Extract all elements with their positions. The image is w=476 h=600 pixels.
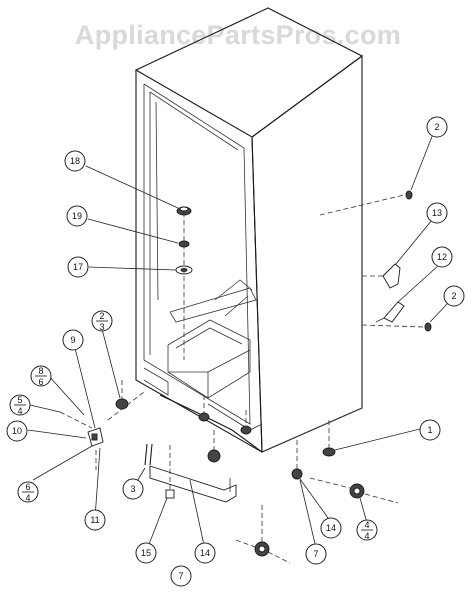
part-bottom-bushing-a xyxy=(198,412,210,422)
part-3-drain-tube xyxy=(144,443,153,466)
svg-text:4: 4 xyxy=(17,406,22,416)
callout-8-6: 8 6 xyxy=(30,365,52,387)
callout-19: 19 xyxy=(66,205,88,227)
part-12-hinge-pin xyxy=(375,301,405,323)
callout-12: 12 xyxy=(431,246,453,268)
svg-text:15: 15 xyxy=(141,548,151,558)
svg-text:4: 4 xyxy=(25,493,30,503)
part-14-drain-pan xyxy=(149,465,237,503)
callout-3: 3 xyxy=(122,478,144,500)
svg-text:12: 12 xyxy=(437,252,447,262)
svg-text:2: 2 xyxy=(99,311,104,321)
svg-text:2: 2 xyxy=(451,291,456,301)
part-18-cap xyxy=(176,206,192,216)
callout-14-left: 14 xyxy=(194,542,216,564)
svg-text:7: 7 xyxy=(178,571,183,581)
callout-2-3: 2 3 xyxy=(91,310,113,332)
svg-text:7: 7 xyxy=(313,549,318,559)
svg-text:13: 13 xyxy=(432,208,442,218)
svg-text:10: 10 xyxy=(12,426,22,436)
callout-11: 11 xyxy=(84,509,106,531)
callout-10: 10 xyxy=(6,420,28,442)
callout-2-right: 2 xyxy=(443,285,465,307)
part-bottom-bushing-b xyxy=(207,449,221,463)
callout-13: 13 xyxy=(426,202,448,224)
callout-2-top: 2 xyxy=(426,116,448,138)
cabinet-body xyxy=(134,7,364,453)
svg-text:4: 4 xyxy=(364,520,369,530)
svg-text:6: 6 xyxy=(38,377,43,387)
callout-6-4: 6 4 xyxy=(17,481,39,503)
svg-text:6: 6 xyxy=(25,482,30,492)
part-2-3-leveling-foot xyxy=(115,398,129,410)
svg-text:18: 18 xyxy=(70,156,80,166)
callout-4-4: 4 4 xyxy=(356,519,378,541)
svg-text:8: 8 xyxy=(38,366,43,376)
svg-text:4: 4 xyxy=(364,531,369,541)
part-13-hinge-bracket xyxy=(382,263,401,289)
part-2-screw-lower xyxy=(424,322,432,332)
callout-5-4: 5 4 xyxy=(9,394,31,416)
svg-text:19: 19 xyxy=(72,211,82,221)
part-4-4-roller xyxy=(349,483,365,499)
callout-15: 15 xyxy=(135,542,157,564)
callout-17: 17 xyxy=(67,256,89,278)
svg-text:3: 3 xyxy=(130,484,135,494)
svg-text:9: 9 xyxy=(70,335,75,345)
svg-text:11: 11 xyxy=(90,515,99,525)
svg-text:1: 1 xyxy=(427,425,432,435)
svg-text:17: 17 xyxy=(73,262,83,272)
callout-7-right: 7 xyxy=(305,543,327,565)
part-7-front-roller xyxy=(254,541,270,557)
svg-text:14: 14 xyxy=(326,523,336,533)
callout-9: 9 xyxy=(62,329,84,351)
callout-1: 1 xyxy=(419,419,441,441)
part-10-hinge-assembly xyxy=(87,427,104,447)
part-14-roller xyxy=(291,468,303,480)
part-1-leveling-foot xyxy=(322,447,336,457)
svg-text:14: 14 xyxy=(200,548,210,558)
callout-18: 18 xyxy=(64,150,86,172)
watermark-text: AppliancePartsPros.com xyxy=(75,20,401,50)
svg-text:3: 3 xyxy=(99,322,104,332)
part-2-screw xyxy=(405,190,413,200)
svg-text:5: 5 xyxy=(17,395,22,405)
alignment-lines xyxy=(59,194,425,564)
svg-text:2: 2 xyxy=(434,122,439,132)
callout-14-right: 14 xyxy=(320,517,342,539)
callout-7-left: 7 xyxy=(170,565,192,587)
part-bottom-bushing-c xyxy=(240,425,252,435)
leader-lines xyxy=(27,133,449,553)
part-15-clip xyxy=(165,489,175,499)
